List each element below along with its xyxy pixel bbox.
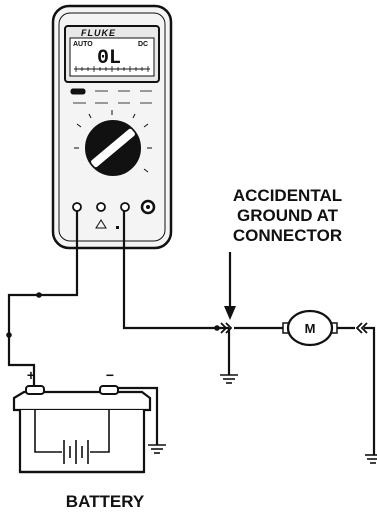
battery-lid [12, 390, 152, 412]
cell-plates [63, 440, 89, 464]
wiring [7, 211, 376, 455]
dial-pointer [89, 127, 137, 169]
return-wire [364, 326, 376, 455]
ground-icon [148, 444, 166, 454]
meter-brand: FLUKE [81, 28, 116, 38]
positive-terminal-label: + [27, 367, 35, 383]
multimeter [51, 4, 173, 250]
jack-note-mark [116, 226, 119, 229]
connector-right-icon [355, 322, 368, 334]
accidental-ground-line-1: ACCIDENTAL [232, 186, 343, 205]
battery [12, 385, 152, 474]
motor-body [286, 309, 334, 347]
accidental-ground-label: ACCIDENTAL GROUND AT CONNECTOR [205, 186, 370, 246]
cell-wire-right [90, 410, 110, 453]
pointer-arrow [224, 252, 236, 320]
bargraph-ticks [75, 66, 149, 72]
negative-post [99, 385, 119, 395]
battery-label: BATTERY [65, 492, 145, 511]
jack-com [120, 202, 130, 212]
junction-dot [6, 332, 12, 338]
accidental-ground-line-3: CONNECTOR [232, 226, 343, 245]
accidental-ground-line-2: GROUND AT [236, 206, 339, 225]
motor [282, 309, 338, 347]
lcd-mode-auto: AUTO [73, 41, 93, 48]
lcd-mode-dc: DC [138, 41, 149, 48]
jack-a [72, 202, 82, 212]
com-test-lead [7, 211, 79, 392]
motor-label: M [305, 321, 316, 336]
junction-dot [214, 325, 220, 331]
jack-volt-ohm-center [146, 205, 150, 209]
connector-left-icon [220, 322, 233, 334]
lcd-reading: 0L [97, 47, 122, 70]
warning-triangle [95, 219, 107, 229]
volt-test-lead [122, 211, 229, 330]
ground-icon [220, 374, 238, 384]
battery-case [18, 410, 146, 474]
power-button [70, 88, 86, 95]
function-buttons [73, 90, 152, 104]
meter-inner-frame [58, 12, 166, 242]
cell-wire-left [34, 410, 62, 453]
negative-terminal-label: − [106, 367, 114, 383]
ground-icon [365, 454, 377, 464]
junction-dot [36, 292, 42, 298]
dial-scale-marks [74, 110, 152, 173]
positive-post [25, 385, 45, 395]
jack-ma [96, 202, 106, 212]
